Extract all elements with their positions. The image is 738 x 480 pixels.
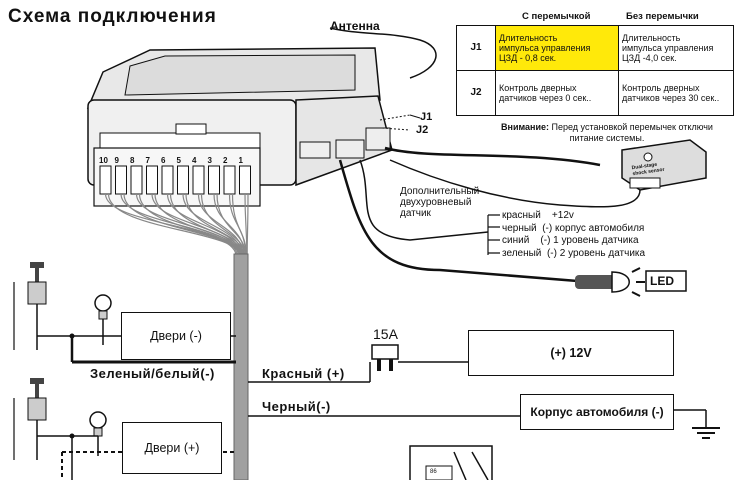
pin-label: 8 — [130, 156, 135, 165]
pin-label: 6 — [161, 156, 166, 165]
list-item: черный (-) корпус автомобиля — [488, 223, 645, 236]
pin-label: 10 — [99, 156, 108, 165]
connector-pin — [177, 165, 189, 195]
table-row: J1 Длительность импульса управления ЦЗД … — [456, 25, 734, 71]
connector-pin — [192, 165, 205, 195]
harness-wire — [246, 193, 249, 257]
pin-label: 5 — [176, 156, 181, 165]
connector-pin — [130, 165, 143, 195]
pin-label: 9 — [114, 156, 119, 165]
connector-pin — [161, 165, 174, 195]
jumper-table: J1 Длительность импульса управления ЦЗД … — [456, 25, 734, 116]
cell-text: ЦЗД -4,0 сек. — [622, 53, 677, 63]
pin-label: 4 — [192, 156, 197, 165]
note-text-1: Перед установкой перемычек отключи — [549, 122, 713, 132]
cell-text: Длительность — [622, 33, 681, 43]
cell-text: Контроль дверных — [499, 83, 577, 93]
sensor-label-line: двухуровневый — [400, 197, 472, 208]
connector-pin — [146, 165, 158, 195]
ground-box: Корпус автомобиля (-) — [520, 394, 674, 430]
connector-pin — [239, 165, 251, 195]
wire-desc: +12v — [551, 210, 574, 221]
harness-wire — [151, 193, 241, 257]
harness-wire — [213, 193, 245, 257]
note-bold: Внимание: — [501, 122, 549, 132]
harness-wire — [197, 193, 244, 257]
wire-trunk — [233, 253, 249, 480]
alarm-unit — [86, 47, 393, 187]
cell-j2-without: Контроль дверных датчиков через 30 сек.. — [618, 70, 734, 116]
wire-desc: (-) 2 уровень датчика — [546, 247, 646, 259]
cell-j1-with: Длительность импульса управления ЦЗД - 0… — [495, 25, 619, 71]
list-item: зеленый (-) 2 уровень датчика — [488, 248, 645, 261]
cell-text: датчиков через 0 сек.. — [499, 93, 592, 103]
list-item: синий (-) 1 уровень датчика — [488, 235, 645, 248]
wire-label-red: Красный (+) — [262, 366, 345, 381]
note-text-2: питание системы. — [569, 133, 645, 143]
cell-text: ЦЗД - 0,8 сек. — [499, 53, 557, 63]
cell-j1-without: Длительность импульса управления ЦЗД -4,… — [618, 25, 734, 71]
harness-wire — [231, 193, 247, 257]
table-col-header-without: Без перемычки — [626, 11, 699, 22]
shock-sensor — [621, 139, 707, 191]
additional-sensor-label: Дополнительный двухуровневый датчик — [400, 186, 479, 219]
cell-text: импульса управления — [622, 43, 714, 53]
row-header-j2: J2 — [456, 70, 496, 116]
bulb-1 — [94, 294, 112, 345]
jumper-label-j1: J1 — [420, 111, 433, 123]
page-title: Схема подключения — [8, 6, 217, 27]
harness-wire — [182, 193, 243, 257]
wire-desc: (-) 1 уровень датчика — [540, 235, 639, 246]
main-connector — [93, 147, 261, 207]
jumper-label-j2: J2 — [416, 124, 429, 136]
relay — [409, 445, 493, 480]
wire-color: черный — [502, 222, 537, 234]
ground-symbol — [692, 427, 720, 439]
cell-text: Контроль дверных — [622, 83, 700, 93]
led-label: LED — [650, 274, 674, 288]
pin-label: 3 — [207, 156, 212, 165]
table-row: J2 Контроль дверных датчиков через 0 сек… — [456, 70, 734, 116]
sensor-wire-list: красный +12v черный (-) корпус автомобил… — [488, 210, 645, 260]
fuse-label: 15A — [373, 326, 398, 342]
harness-wire — [166, 193, 242, 257]
wire-color: зеленый — [502, 247, 542, 259]
row-header-j1: J1 — [456, 25, 496, 71]
wire-desc: (-) корпус автомобиля — [542, 222, 645, 234]
connector-pin — [115, 165, 127, 195]
wire-label-black: Черный(-) — [262, 399, 331, 414]
connector-pin — [208, 165, 220, 195]
cell-text: датчиков через 30 сек.. — [622, 93, 720, 103]
connector-pin — [99, 165, 112, 195]
fuse — [371, 344, 399, 371]
led-indicator — [575, 267, 687, 297]
cell-text: импульса управления — [499, 43, 591, 53]
wire-color: синий — [502, 235, 530, 246]
door-switch-2 — [13, 378, 47, 460]
wire-color: красный — [502, 210, 541, 221]
relay-pin-label: 86 — [430, 469, 437, 475]
doors-plus-box: Двери (+) — [122, 422, 222, 474]
jumper-block — [299, 114, 421, 159]
bulb-2 — [89, 411, 107, 456]
antenna-label: Антенна — [330, 19, 380, 33]
list-item: красный +12v — [488, 210, 645, 223]
cell-text: Длительность — [499, 33, 558, 43]
doors-minus-box: Двери (-) — [121, 312, 231, 360]
warning-note: Внимание: Перед установкой перемычек отк… — [478, 122, 736, 144]
sensor-label-line: Дополнительный — [400, 186, 480, 197]
pin-label: 7 — [145, 156, 150, 165]
sensor-label-line: датчик — [400, 208, 431, 219]
pin-label: 2 — [223, 156, 228, 165]
connector-pin — [223, 165, 236, 195]
pin-label: 1 — [238, 156, 243, 165]
table-col-header-with: С перемычкой — [522, 11, 591, 22]
wire-label-green-white: Зеленый/белый(-) — [90, 366, 215, 381]
cell-j2-with: Контроль дверных датчиков через 0 сек.. — [495, 70, 619, 116]
door-switch-1 — [13, 262, 47, 350]
plus12-box: (+) 12V — [468, 330, 674, 376]
